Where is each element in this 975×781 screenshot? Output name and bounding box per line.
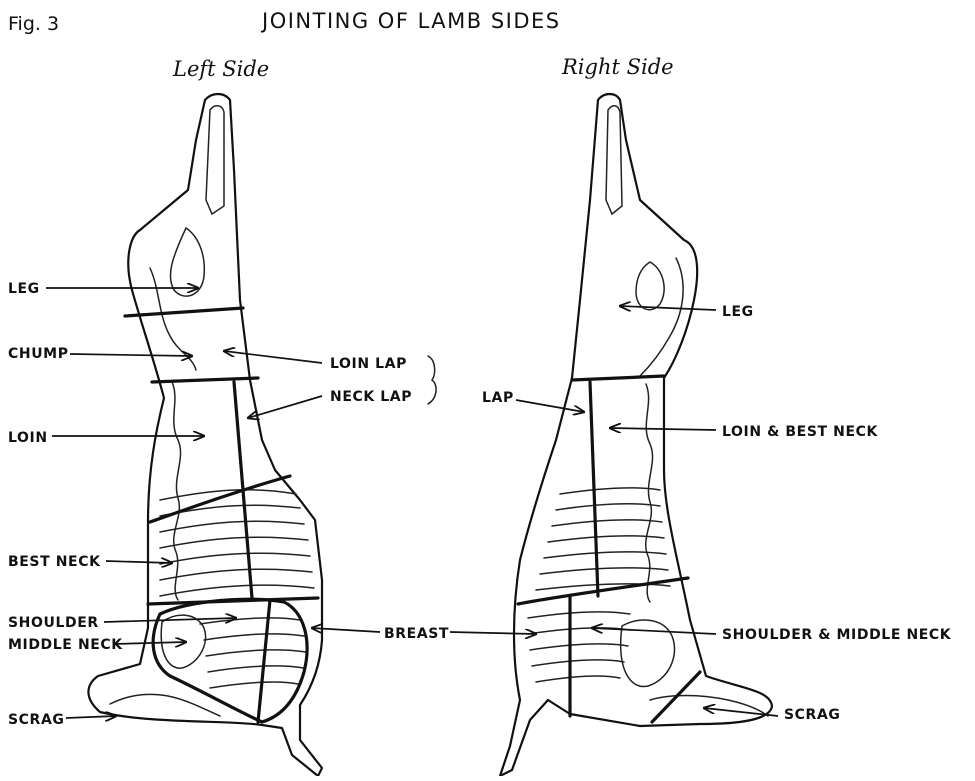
right-side-heading: Right Side	[561, 55, 674, 79]
label-scrag-left: SCRAG	[8, 712, 64, 728]
arrow-shoulder-middle-neck	[592, 628, 716, 634]
left-spine	[172, 382, 181, 600]
left-neck-vertebrae	[110, 694, 220, 716]
label-shoulder-middle-neck: SHOULDER & MIDDLE NECK	[722, 627, 952, 643]
arrow-loin-lap	[224, 351, 322, 363]
label-best-neck: BEST NECK	[8, 554, 101, 570]
right-ribs-2	[528, 612, 630, 682]
left-carcass-illustration	[88, 94, 322, 776]
label-leg-right: LEG	[722, 304, 754, 320]
left-cut-chump-loin	[152, 378, 258, 382]
left-labels: LEG CHUMP LOIN LAP NECK LAP LOIN BEST NE…	[8, 281, 536, 728]
label-shoulder: SHOULDER	[8, 615, 99, 631]
arrow-scrag-left	[66, 716, 116, 718]
label-leg-left: LEG	[8, 281, 40, 297]
arrow-breast-right	[450, 632, 536, 634]
label-loin: LOIN	[8, 430, 48, 446]
arrow-scrag-right	[704, 708, 778, 716]
right-cut-leg-loin	[572, 376, 664, 380]
label-scrag-right: SCRAG	[784, 707, 840, 723]
figure-label: Fig. 3	[8, 13, 59, 35]
diagram-title: JOINTING OF LAMB SIDES	[260, 9, 561, 33]
right-labels: LEG LAP LOIN & BEST NECK SHOULDER & MIDD…	[482, 304, 952, 723]
arrow-lap	[516, 400, 584, 412]
arrow-middle-neck	[114, 642, 186, 644]
arrow-loin-best-neck	[610, 428, 716, 430]
left-cut-loin-bestneck	[150, 476, 290, 522]
right-cut-loin-shoulder	[518, 578, 688, 604]
left-ribs-1	[160, 490, 314, 596]
right-femur	[636, 262, 664, 310]
label-middle-neck: MIDDLE NECK	[8, 637, 123, 653]
label-neck-lap: NECK LAP	[330, 389, 412, 405]
label-loin-best-neck: LOIN & BEST NECK	[722, 424, 879, 440]
left-side-heading: Left Side	[172, 57, 269, 81]
right-shank-inner	[606, 106, 622, 214]
left-cut-leg-chump	[125, 308, 243, 316]
arrow-leg-right	[620, 306, 716, 310]
left-femur	[170, 228, 204, 296]
arrow-neck-lap	[248, 396, 322, 418]
arrow-chump	[70, 354, 192, 356]
lap-brace	[428, 356, 436, 404]
label-breast: BREAST	[384, 626, 449, 642]
left-ribs-2	[200, 618, 306, 688]
right-spine	[646, 384, 653, 602]
label-chump: CHUMP	[8, 346, 69, 362]
arrow-best-neck	[106, 561, 172, 563]
label-loin-lap: LOIN LAP	[330, 356, 407, 372]
left-shank-inner	[206, 106, 224, 214]
label-lap: LAP	[482, 390, 514, 406]
left-carcass-outline	[88, 94, 322, 776]
